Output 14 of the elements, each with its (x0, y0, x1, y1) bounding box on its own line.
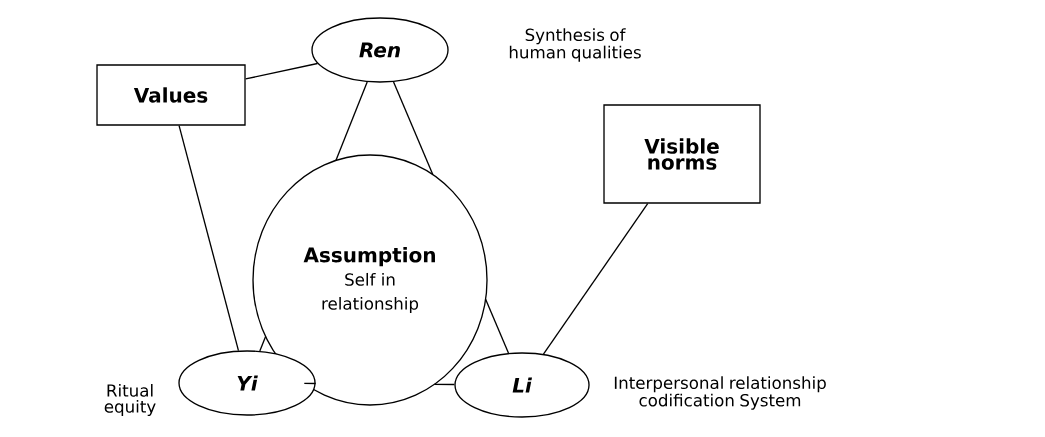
note-text: Synthesis of human qualities (509, 28, 641, 62)
connector-line (178, 125, 240, 352)
connector-line (484, 298, 510, 354)
note-text: Ritual equity (104, 383, 156, 417)
note-text: Interpersonal relationship codification System (614, 376, 826, 410)
connector-line (392, 81, 434, 176)
label-box: Values (96, 64, 246, 126)
connector-line (245, 62, 319, 80)
label-box: Visible norms (603, 104, 761, 204)
connector-line (335, 81, 368, 162)
connector-line (303, 382, 317, 385)
connector-line (259, 335, 267, 352)
connector-line (433, 383, 455, 386)
connector-line (542, 203, 649, 355)
